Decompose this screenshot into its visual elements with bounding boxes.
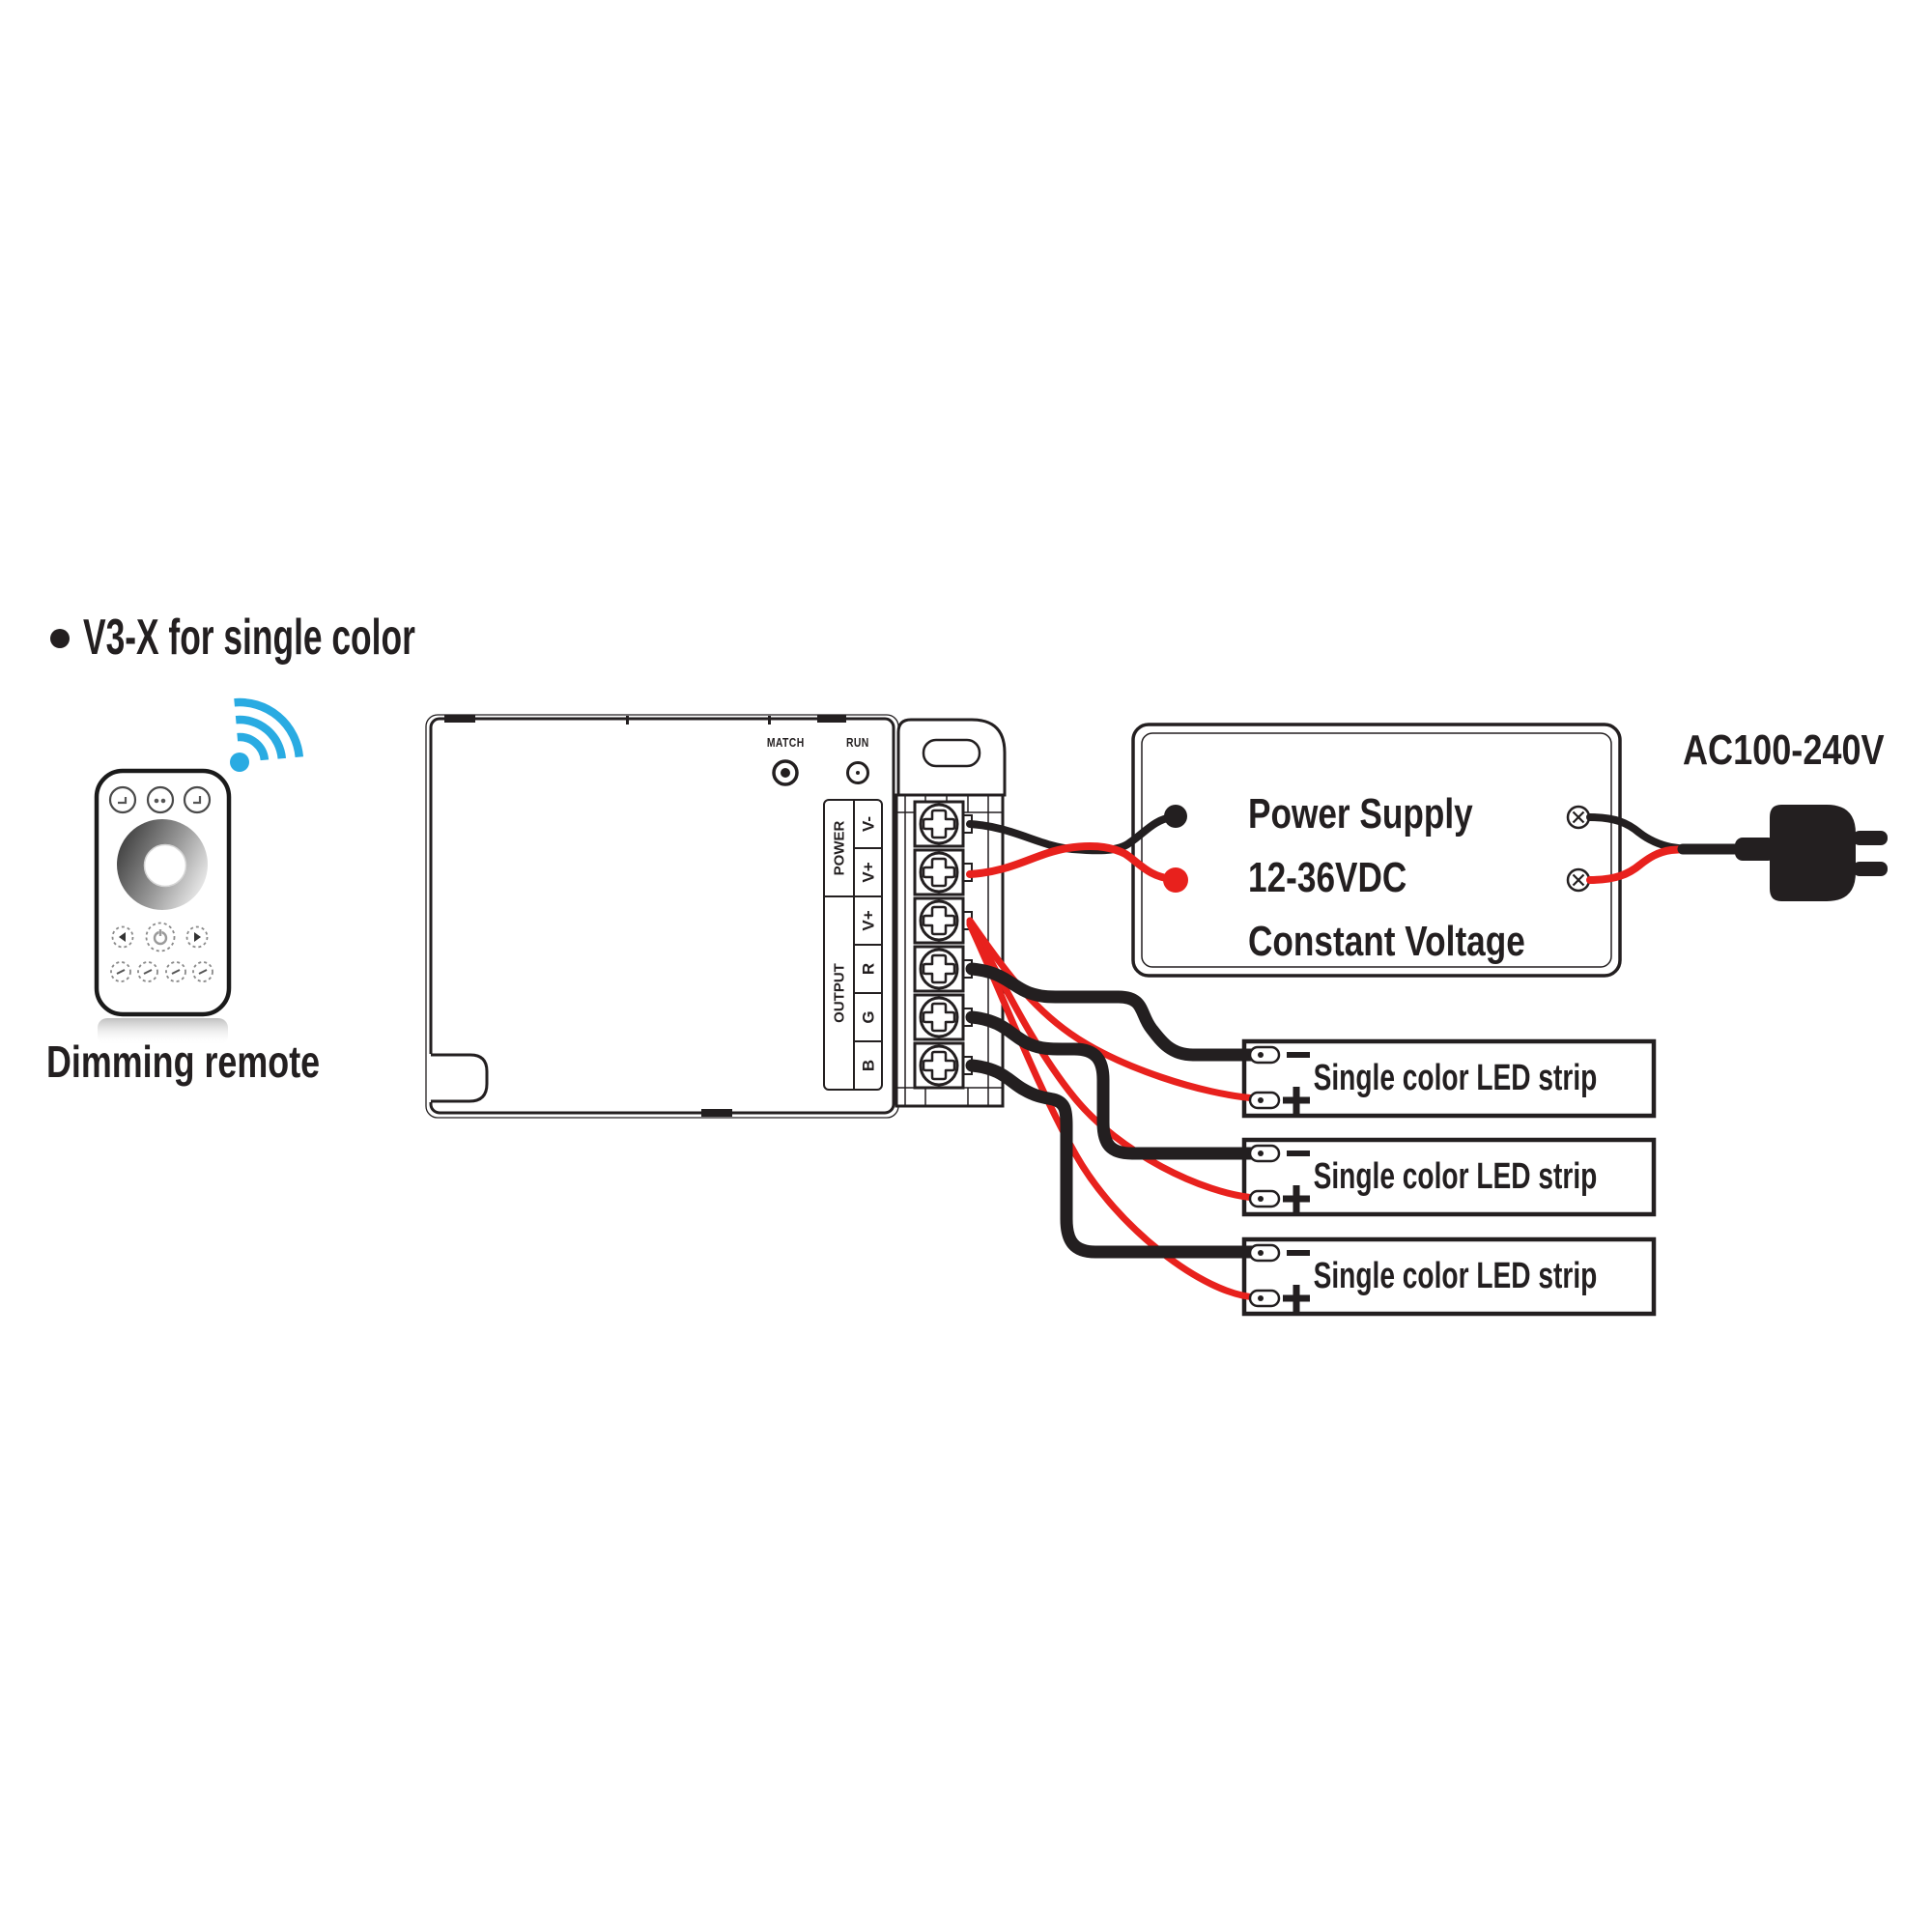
case-tick <box>444 715 475 723</box>
terminal-label-r: R <box>859 962 878 976</box>
scene-button-3 <box>183 785 212 814</box>
psu-line2: 12-36VDC <box>1248 854 1407 901</box>
black-wire-strip3 <box>965 1059 1259 1259</box>
remote-caption: Dimming remote <box>46 1037 321 1087</box>
psu-dc-positive-dot <box>1163 867 1188 893</box>
left-arrow-icon <box>119 932 126 942</box>
power-button <box>145 922 176 952</box>
psu-line1: Power Supply <box>1248 790 1473 838</box>
black-wire-strip1 <box>965 962 1259 1062</box>
terminal-label-vplus-power: V+ <box>859 862 878 883</box>
remote-reflection <box>98 1018 228 1045</box>
page-title-text: V3-X for single color <box>83 610 415 666</box>
red-wire-vplus <box>966 842 1177 883</box>
page-title: V3-X for single color <box>83 612 572 663</box>
black-wire-vminus <box>966 813 1177 855</box>
minus-sign <box>1287 1052 1310 1058</box>
black-wire-strip2 <box>965 1010 1259 1160</box>
psu-dc-negative-dot <box>1164 805 1187 828</box>
run-label: RUN <box>846 735 869 750</box>
right-arrow-icon <box>194 932 201 942</box>
terminal-label-vplus-output: V+ <box>859 910 878 931</box>
minus-sign <box>1287 1151 1310 1156</box>
wifi-signal-icon <box>230 697 304 772</box>
scene-button-1 <box>108 785 137 814</box>
dimming-remote <box>94 768 232 1045</box>
mounting-notch <box>431 1053 489 1103</box>
terminal-label-b: B <box>859 1059 878 1072</box>
scene-button-2 <box>146 785 175 814</box>
strip-label-2: Single color LED strip <box>1313 1156 1597 1197</box>
terminal-label-g: G <box>859 1010 878 1024</box>
power-input-wires <box>966 813 1177 883</box>
bullet-icon <box>50 629 70 648</box>
ac-wires <box>1586 813 1747 884</box>
match-label: MATCH <box>766 735 805 750</box>
power-group-label: POWER <box>831 820 848 876</box>
controller-body <box>425 714 899 1119</box>
dimming-wheel-center <box>143 843 187 888</box>
terminal-label-vminus: V- <box>859 815 878 833</box>
remote-top-buttons <box>108 785 212 814</box>
ac-black-wire <box>1586 813 1689 853</box>
match-button <box>772 759 799 786</box>
black-output-wires <box>965 962 1259 1259</box>
red-wire-strip3 <box>966 921 1260 1301</box>
output-group-label: OUTPUT <box>831 963 848 1023</box>
power-icon <box>153 929 168 946</box>
ac-red-wire <box>1586 845 1689 884</box>
red-wire-strip1 <box>966 917 1260 1102</box>
led-strip-box-1 <box>1241 1038 1657 1119</box>
strip-label-3: Single color LED strip <box>1313 1256 1597 1296</box>
run-indicator <box>846 761 869 784</box>
psu-line3: Constant Voltage <box>1248 918 1525 965</box>
plus-sign <box>1283 1285 1310 1312</box>
ac-input-label: AC100-240V <box>1683 726 1885 774</box>
mounting-slot <box>922 738 981 768</box>
strip-label-1: Single color LED strip <box>1313 1058 1597 1098</box>
ac-plug-icon <box>1735 805 1888 901</box>
terminal-label-strip <box>823 799 883 1091</box>
minus-sign <box>1287 1250 1310 1256</box>
plus-sign <box>1283 1185 1310 1212</box>
led-strip-box-3 <box>1241 1236 1657 1317</box>
power-supply-box <box>1131 723 1622 978</box>
plus-sign <box>1283 1087 1310 1114</box>
strip-terminals <box>1248 1045 1310 1312</box>
led-strip-box-2 <box>1241 1137 1657 1217</box>
